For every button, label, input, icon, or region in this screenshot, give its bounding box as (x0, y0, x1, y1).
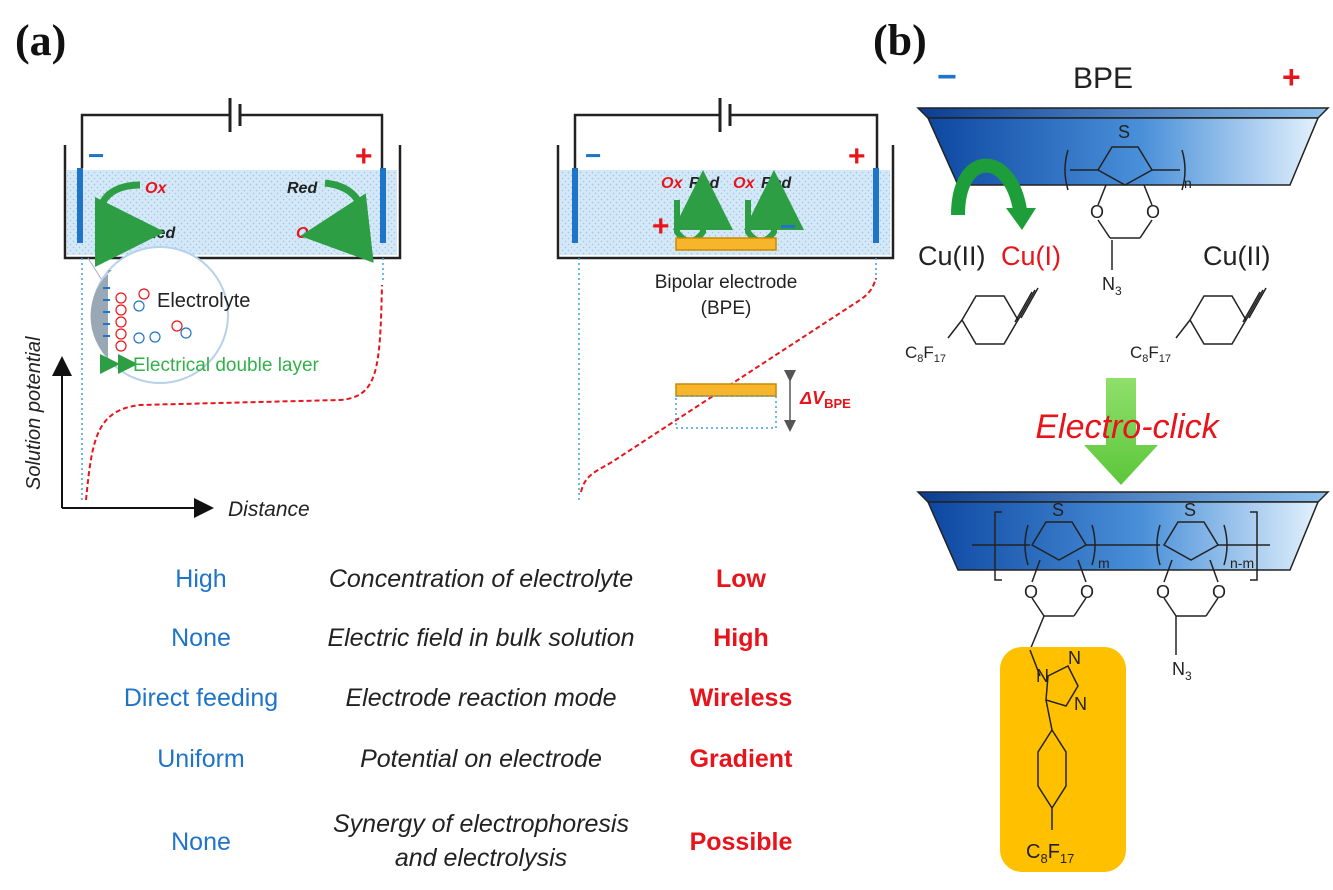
thiophene-s-1: S (1052, 500, 1064, 520)
conv-left-red: Red (145, 225, 176, 242)
cu-i: Cu(I) (1001, 241, 1061, 271)
triazole-n2: N (1068, 648, 1081, 668)
cmp-left-5: None (171, 828, 231, 856)
potential-curve (85, 284, 383, 501)
azide-top: N3 (1102, 274, 1122, 298)
c8f17-left: C8F17 (905, 343, 946, 365)
conv-right-ox: Ox (296, 225, 318, 242)
cmp-left-4: Uniform (157, 745, 245, 773)
bp-minus: − (585, 140, 601, 171)
oxygen-1-top: O (1090, 202, 1104, 222)
c8f17-product: C8F17 (1026, 841, 1074, 866)
cu-redox-arrow (951, 158, 1027, 216)
triazole-n3: N (1074, 694, 1087, 714)
conventional-potential-plot: Solution potential Distance (23, 284, 383, 521)
x-axis-label: Distance (228, 498, 310, 521)
thiophene-s-2: S (1184, 500, 1196, 520)
cu-ii-left: Cu(II) (918, 241, 986, 271)
c8f17-right: C8F17 (1130, 343, 1171, 365)
triazole-n1: N (1036, 666, 1049, 686)
bp-red2: Red (761, 175, 792, 192)
alkyne-reagent-right (1175, 287, 1267, 345)
bpe-plate (675, 237, 777, 251)
conv-minus: − (88, 140, 104, 171)
conventional-cell: − + Ox Red Red Ox (63, 98, 402, 267)
bp-plus: + (848, 140, 866, 173)
cmp-prop-5b: and electrolysis (395, 844, 567, 872)
cmp-right-1: Low (716, 565, 767, 593)
cmp-prop-2: Electric field in bulk solution (327, 624, 634, 652)
bpe-minus-top: − (937, 58, 957, 96)
cmp-left-2: None (171, 624, 231, 652)
bipolar-cell: − + Ox Red Ox Red + − Bipolar electrode … (556, 98, 895, 319)
panel-b-label: (b) (873, 16, 927, 65)
bp-red1: Red (689, 175, 720, 192)
repeat-m: m (1098, 555, 1110, 571)
right-cycle-arrow (300, 179, 374, 263)
bipolar-potential-plot: ΔVBPE (578, 258, 877, 500)
bpe-slab-top (916, 107, 1330, 186)
triazole-highlight (1000, 647, 1126, 872)
bpe-title: BPE (1073, 62, 1133, 95)
cmp-left-1: High (175, 565, 226, 593)
repeat-n-top: n (1184, 175, 1192, 191)
bpe-slab-bottom (916, 491, 1330, 571)
copolymer-structure (972, 511, 1270, 655)
cmp-left-3: Direct feeding (124, 684, 278, 712)
oxygen-5: O (1156, 582, 1170, 602)
repeat-n-m: n-m (1230, 555, 1254, 571)
triazole-product (1029, 649, 1079, 830)
left-cycle-arrow (94, 181, 165, 267)
cmp-right-3: Wireless (690, 684, 793, 712)
oxygen-3: O (1024, 582, 1038, 602)
bpe-minus: − (780, 211, 796, 242)
comparison-table: High Concentration of electrolyte Low No… (124, 565, 793, 872)
cmp-right-4: Gradient (690, 745, 793, 773)
bp-ox1: Ox (661, 175, 683, 192)
cmp-prop-4: Potential on electrode (360, 745, 602, 773)
panel-a-label: (a) (15, 16, 66, 65)
cmp-right-5: Possible (690, 828, 793, 856)
bpe-plus: + (652, 210, 670, 243)
azide-bottom: N3 (1172, 659, 1192, 683)
double-layer-label: Electrical double layer (133, 355, 320, 376)
electro-click-label: Electro-click (1035, 408, 1220, 446)
thiophene-s-top: S (1118, 122, 1130, 142)
cmp-prop-1: Concentration of electrolyte (329, 565, 633, 593)
reaction-arrow (1084, 378, 1158, 485)
conv-plus: + (355, 140, 373, 173)
double-layer-callout: Electrolyte Electrical double layer (81, 246, 384, 500)
electrolyte-label: Electrolyte (157, 290, 250, 312)
cmp-prop-3: Electrode reaction mode (346, 684, 617, 712)
bpe-plus-top: + (1282, 59, 1301, 95)
cmp-right-2: High (713, 624, 769, 652)
cu-ii-right: Cu(II) (1203, 241, 1271, 271)
bp-ox2: Ox (733, 175, 755, 192)
cmp-prop-5a: Synergy of electrophoresis (333, 810, 629, 838)
conv-left-ox: Ox (145, 180, 167, 197)
delta-v-label: ΔVBPE (799, 388, 851, 411)
oxygen-2-top: O (1146, 202, 1160, 222)
bpe-label-line1: Bipolar electrode (655, 272, 798, 293)
y-axis-label: Solution potential (23, 336, 45, 490)
oxygen-4: O (1080, 582, 1094, 602)
alkyne-reagent-left (947, 287, 1039, 345)
bpe-label-line2: (BPE) (701, 298, 752, 319)
oxygen-6: O (1212, 582, 1226, 602)
conv-right-red: Red (287, 180, 318, 197)
pedot-azide-structure (1064, 146, 1186, 270)
